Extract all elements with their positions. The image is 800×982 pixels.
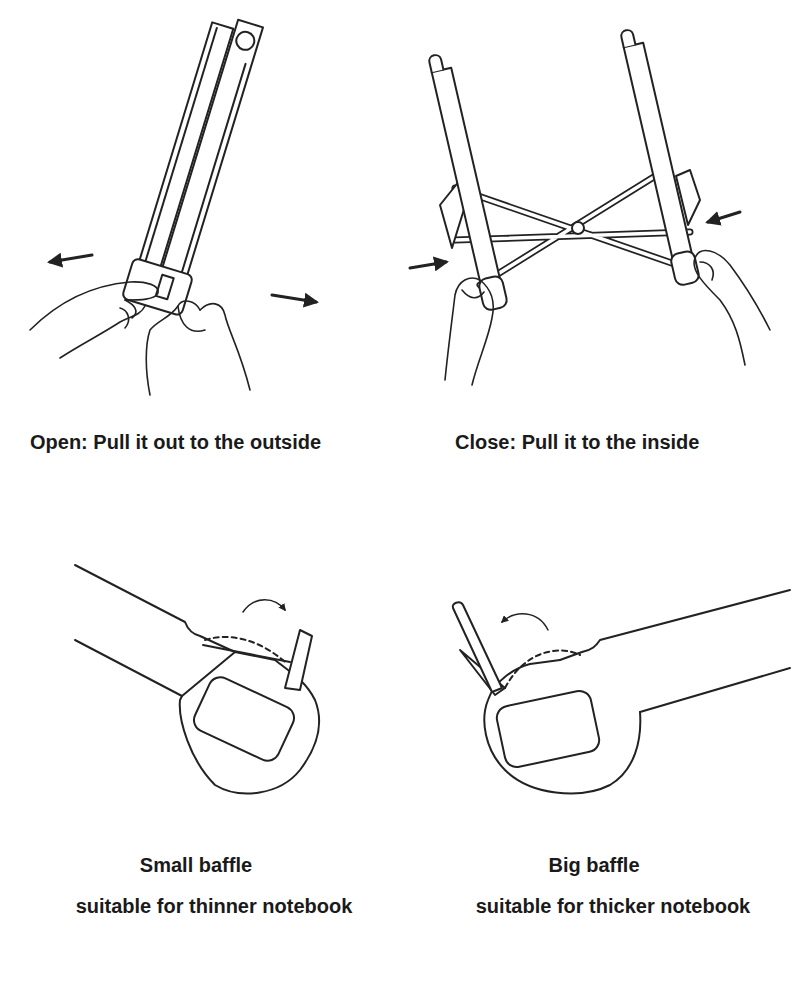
usage-note: suitable for thinner notebook <box>76 894 353 918</box>
step-label: Open: Pull it out to the outside <box>30 430 321 454</box>
part-label: Big baffle <box>548 853 639 877</box>
folded-stand <box>122 11 269 316</box>
close-arrows <box>410 212 740 268</box>
big-baffle-detail <box>453 590 790 793</box>
part-label: Small baffle <box>140 853 252 877</box>
hands <box>445 251 770 385</box>
small-baffle-detail <box>75 565 319 793</box>
step-label: Close: Pull it to the inside <box>455 430 699 454</box>
usage-note: suitable for thicker notebook <box>476 894 750 918</box>
open-stand <box>426 27 700 312</box>
open-arrows <box>50 255 316 302</box>
hands <box>30 282 250 395</box>
